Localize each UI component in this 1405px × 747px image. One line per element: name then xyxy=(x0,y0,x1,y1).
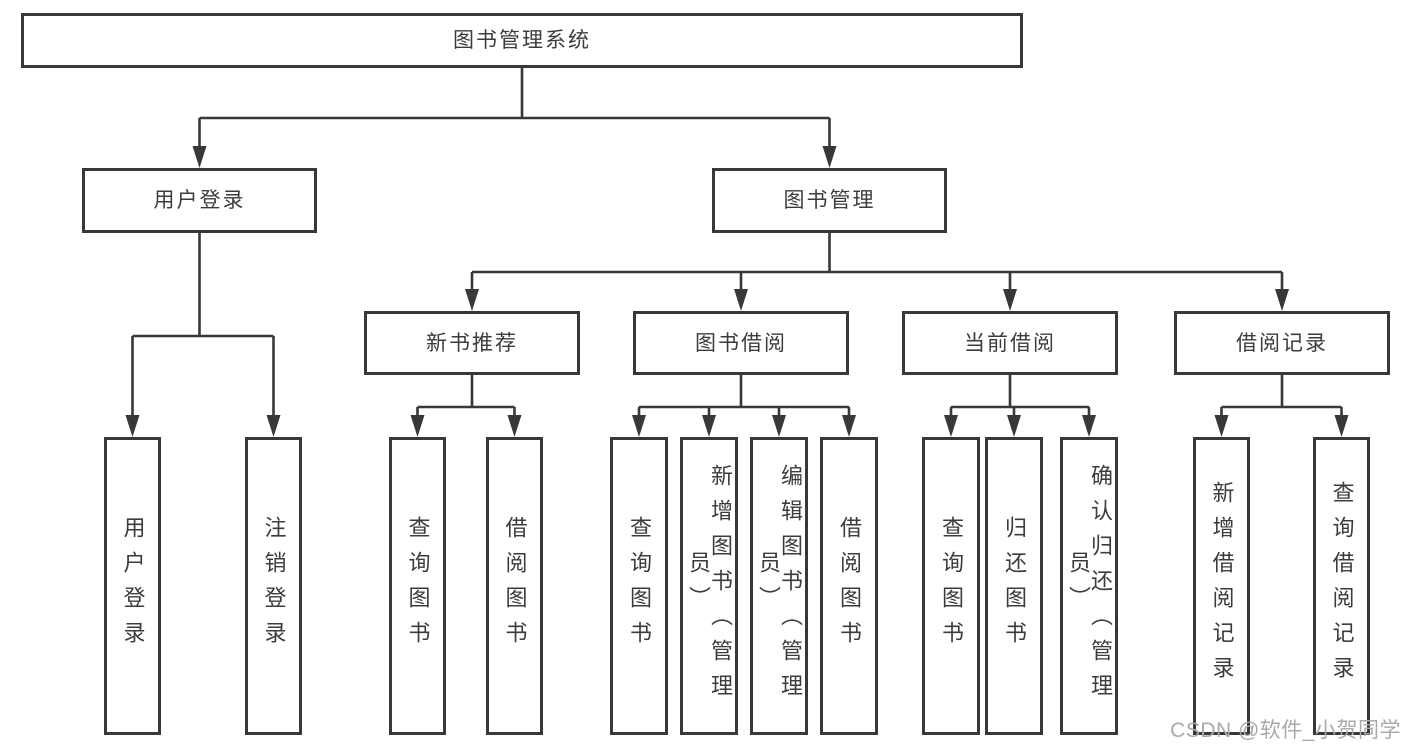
leaf-bb-edit-books-admin: 编辑图书（管理员） xyxy=(750,437,808,735)
leaf-bb-borrow-books: 借阅图书 xyxy=(820,437,878,735)
leaf-br-query-borrow-record: 查询借阅记录 xyxy=(1313,437,1370,735)
leaf-br-add-borrow-record: 新增借阅记录 xyxy=(1193,437,1250,735)
node-user-login-branch: 用户登录 xyxy=(82,168,317,233)
leaf-logout: 注销登录 xyxy=(245,437,302,735)
leaf-cb-return-books: 归还图书 xyxy=(985,437,1043,735)
node-book-borrowing: 图书借阅 xyxy=(633,311,849,375)
leaf-user-login: 用户登录 xyxy=(104,437,161,735)
leaf-cb-query-books: 查询图书 xyxy=(922,437,980,735)
node-borrowing-records: 借阅记录 xyxy=(1174,311,1390,375)
node-root-system: 图书管理系统 xyxy=(21,13,1023,68)
leaf-cb-confirm-return-admin: 确认归还（管理员） xyxy=(1060,437,1118,735)
leaf-bb-add-books-admin: 新增图书（管理员） xyxy=(680,437,738,735)
node-book-management-branch: 图书管理 xyxy=(712,168,947,233)
node-new-book-recommend: 新书推荐 xyxy=(364,311,580,375)
leaf-bb-query-books: 查询图书 xyxy=(610,437,668,735)
leaf-nbr-query-books: 查询图书 xyxy=(389,437,446,735)
leaf-nbr-borrow-books: 借阅图书 xyxy=(486,437,543,735)
node-current-borrowing: 当前借阅 xyxy=(902,311,1118,375)
watermark: CSDN @软件_小贺同学 xyxy=(1170,719,1401,742)
